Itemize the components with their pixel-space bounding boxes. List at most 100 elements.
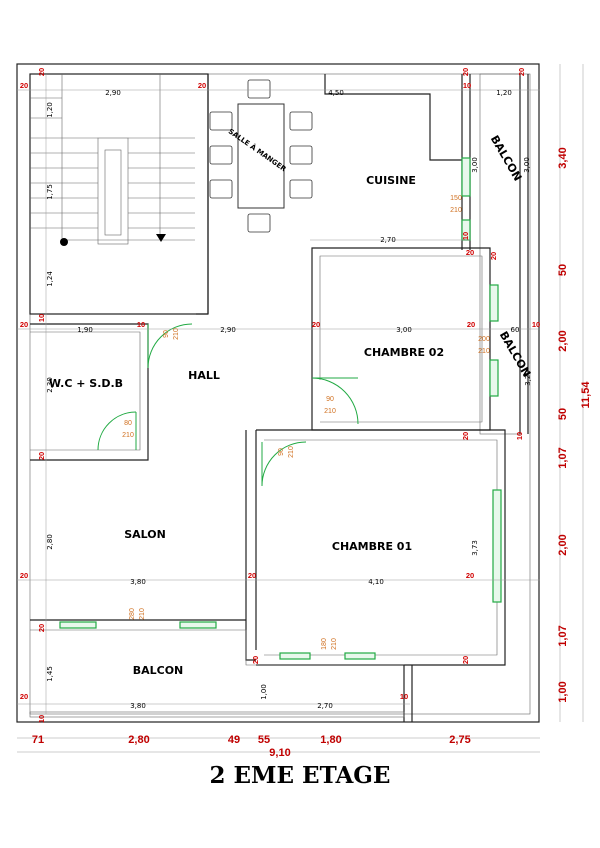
dim-label: 3,00 xyxy=(523,157,531,173)
plan-title: 2 EME ETAGE xyxy=(209,762,391,789)
wall-mark: 20 xyxy=(251,656,260,664)
dim-label: 1,00 xyxy=(260,684,268,700)
dim-label: 1,24 xyxy=(46,271,54,287)
wall-mark: 20 xyxy=(20,320,28,329)
room-label-balcon-top: BALCON xyxy=(488,133,525,183)
dim-label: 3,00 xyxy=(471,157,479,173)
wall-mark: 10 xyxy=(463,81,471,90)
wall-mark: 20 xyxy=(466,571,474,580)
right-dim: 50 xyxy=(557,408,569,420)
right-dim: 3,40 xyxy=(557,147,569,168)
opening-size: 80 xyxy=(124,420,132,427)
bottom-dim: 2,75 xyxy=(449,734,470,746)
wall-mark: 20 xyxy=(248,571,256,580)
dim-label: 60 xyxy=(511,326,520,334)
dim-label: 4,10 xyxy=(368,578,384,586)
wall-thickness-marks: 20 20 20 20 20 10 10 20 20 20 10 10 20 2… xyxy=(20,68,540,723)
opening-size: 210 xyxy=(288,446,295,458)
opening-size: 90 xyxy=(326,396,334,403)
bottom-dimensions: 71 2,80 49 55 1,80 2,75 9,10 xyxy=(32,734,471,759)
wall-mark: 20 xyxy=(489,252,498,260)
dim-label: 4,50 xyxy=(328,89,344,97)
dim-label: 2,70 xyxy=(380,236,396,244)
dining-table-icon: SALLE À MANGER xyxy=(209,79,313,233)
opening-size: 200 xyxy=(478,336,490,343)
wall-mark: 20 xyxy=(20,571,28,580)
wall-mark: 10 xyxy=(532,320,540,329)
wall-mark: 10 xyxy=(137,320,145,329)
dim-label: 3,80 xyxy=(130,702,146,710)
right-dim: 2,00 xyxy=(557,330,569,351)
wall-mark: 20 xyxy=(37,68,46,76)
bottom-dim: 55 xyxy=(258,734,270,746)
bottom-dim: 49 xyxy=(228,734,240,746)
dim-label: 3,20 xyxy=(524,370,532,386)
dim-label: 2,70 xyxy=(317,702,333,710)
opening-size: 210 xyxy=(122,432,134,439)
walls xyxy=(16,63,540,723)
wall-mark: 10 xyxy=(461,232,470,240)
right-dim: 1,07 xyxy=(557,625,569,646)
openings xyxy=(59,157,502,660)
room-label-salon: SALON xyxy=(124,528,166,541)
room-label-chambre-01: CHAMBRE 01 xyxy=(332,540,412,553)
wall-mark: 20 xyxy=(461,432,470,440)
opening-size: 150 xyxy=(450,195,462,202)
dim-label: 3,80 xyxy=(130,578,146,586)
dim-label: 2,80 xyxy=(46,534,54,550)
interior-dimensions: 2,90 4,50 1,20 3,00 3,00 2,70 1,90 2,90 … xyxy=(46,89,532,710)
opening-size: 90 xyxy=(163,330,170,338)
dim-label: 3,73 xyxy=(471,540,479,556)
right-dimensions: 3,40 50 2,00 50 1,07 2,00 1,07 1,00 11,5… xyxy=(557,147,592,702)
right-dim: 1,00 xyxy=(557,681,569,702)
dim-label: 1,75 xyxy=(46,184,54,200)
dimension-lines xyxy=(17,64,584,753)
wall-mark: 20 xyxy=(312,320,320,329)
opening-sizes: 150 210 80 210 90 210 90 210 200 210 90 … xyxy=(122,195,490,650)
wall-mark: 10 xyxy=(400,692,408,701)
wall-mark: 20 xyxy=(198,81,206,90)
wall-mark: 20 xyxy=(466,248,474,257)
right-dim: 1,07 xyxy=(557,447,569,468)
wall-mark: 20 xyxy=(37,452,46,460)
opening-size: 210 xyxy=(331,638,338,650)
bottom-dim: 71 xyxy=(32,734,44,746)
wall-mark: 10 xyxy=(37,715,46,723)
dim-label: 1,20 xyxy=(46,102,54,118)
wall-mark: 20 xyxy=(20,81,28,90)
dim-label: 1,90 xyxy=(77,326,93,334)
room-label-cuisine: CUISINE xyxy=(366,174,416,187)
opening-size: 210 xyxy=(478,348,490,355)
wall-mark: 10 xyxy=(515,432,524,440)
wall-mark: 10 xyxy=(37,314,46,322)
dim-label: 2,90 xyxy=(105,89,121,97)
right-dim-total: 11,54 xyxy=(580,381,592,409)
opening-size: 210 xyxy=(450,207,462,214)
wall-mark: 20 xyxy=(517,68,526,76)
wall-mark: 20 xyxy=(467,320,475,329)
opening-size: 210 xyxy=(173,328,180,340)
opening-size: 210 xyxy=(324,408,336,415)
opening-size: 180 xyxy=(321,638,328,650)
dim-label: 3,00 xyxy=(396,326,412,334)
wall-mark: 20 xyxy=(37,624,46,632)
opening-size: 90 xyxy=(278,448,285,456)
bottom-dim-total: 9,10 xyxy=(269,747,290,759)
wall-mark: 20 xyxy=(461,68,470,76)
dim-label: 1,45 xyxy=(46,666,54,682)
dim-label: 2,30 xyxy=(46,377,54,393)
wall-mark: 20 xyxy=(461,656,470,664)
opening-size: 210 xyxy=(139,608,146,620)
wall-mark: 20 xyxy=(20,692,28,701)
room-label-hall: HALL xyxy=(188,369,220,382)
room-label-wc-sdb: W.C + S.D.B xyxy=(49,377,123,390)
dim-label: 1,20 xyxy=(496,89,512,97)
right-dim: 2,00 xyxy=(557,534,569,555)
room-label-chambre-02: CHAMBRE 02 xyxy=(364,346,444,359)
bottom-dim: 1,80 xyxy=(320,734,341,746)
dim-label: 2,90 xyxy=(220,326,236,334)
opening-size: 280 xyxy=(129,608,136,620)
right-dim: 50 xyxy=(557,264,569,276)
bottom-dim: 2,80 xyxy=(128,734,149,746)
